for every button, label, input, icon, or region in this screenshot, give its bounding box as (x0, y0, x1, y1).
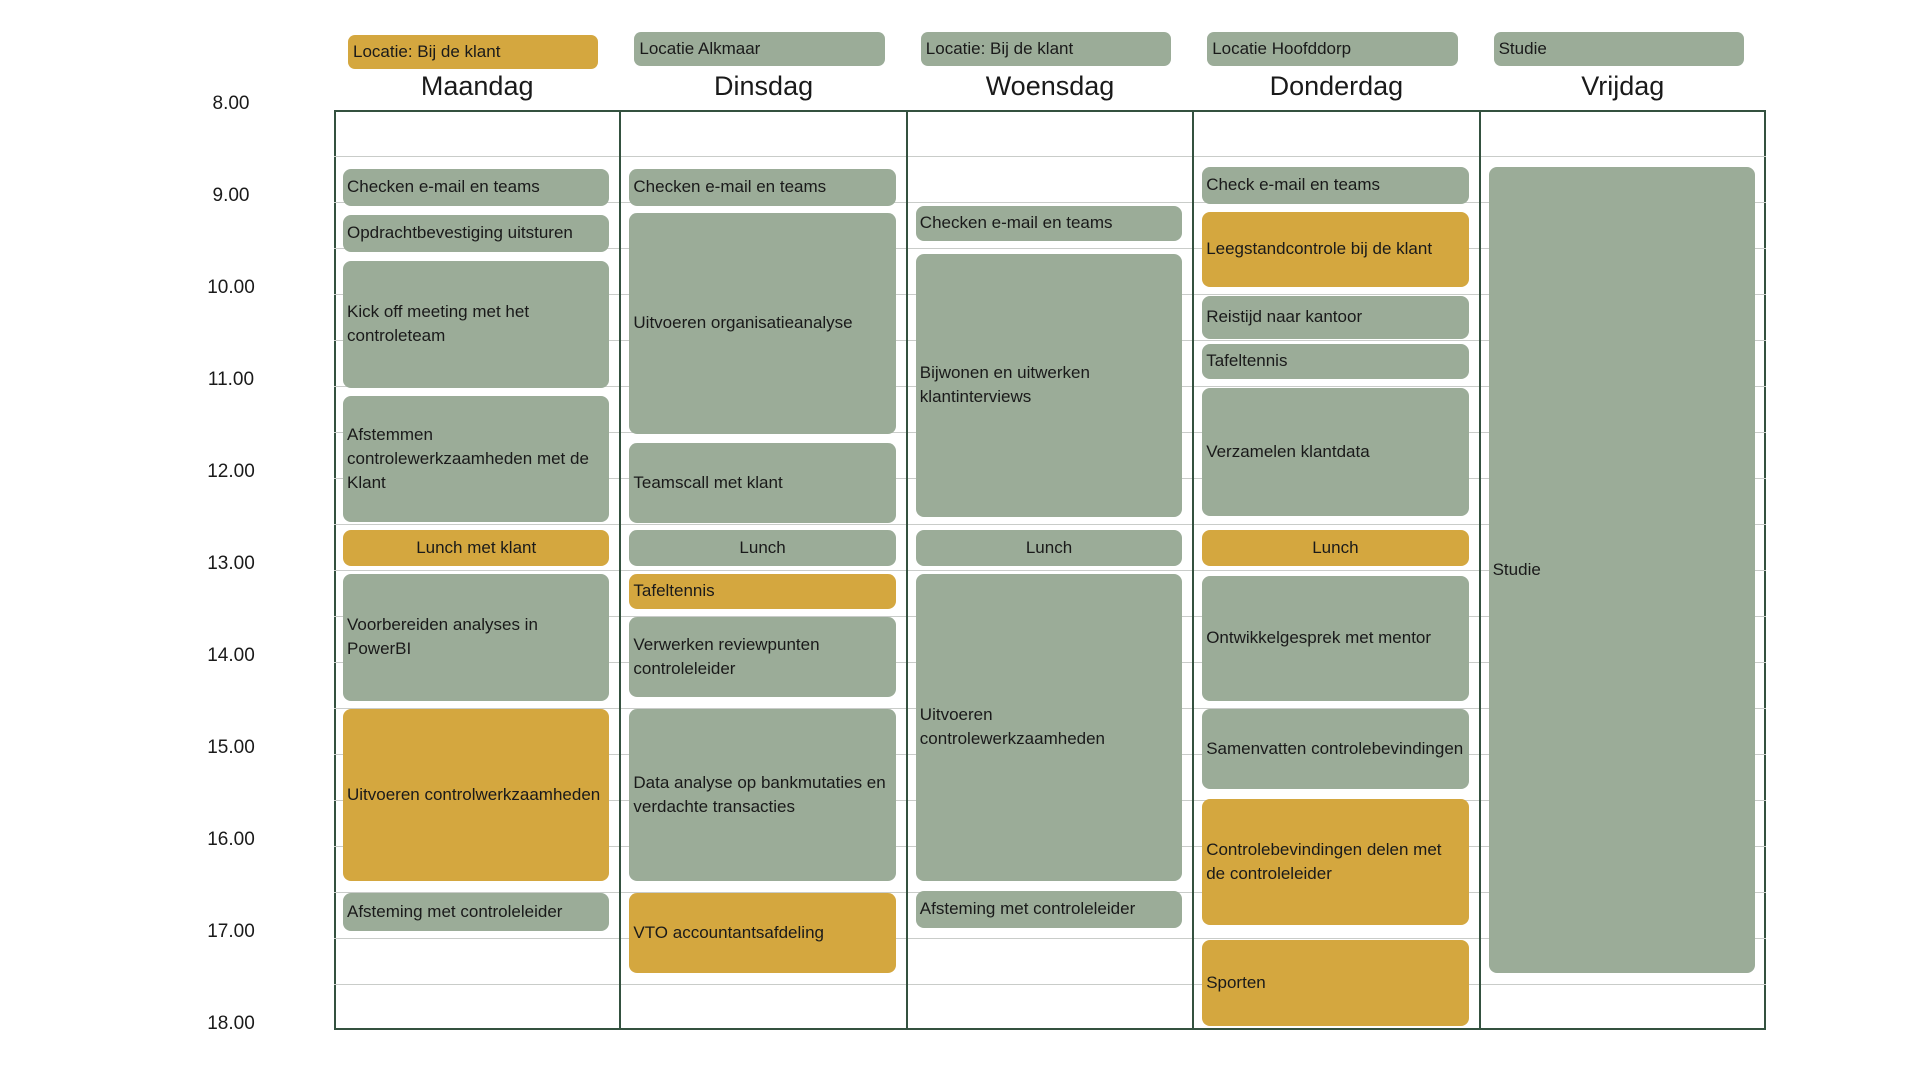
event-block[interactable]: Opdrachtbevestiging uitsturen (343, 214, 610, 252)
time-label: 15.00 (207, 737, 255, 758)
day-header-woensdag: Woensdag (985, 71, 1115, 101)
column-divider (619, 110, 622, 1030)
event-label: Lunch met klant (416, 538, 537, 558)
event-block[interactable]: Data analyse op bankmutaties en verdacht… (629, 708, 896, 881)
event-block[interactable]: Bijwonen en uitwerken klantinterviews (915, 253, 1183, 517)
grid-line (334, 570, 1766, 571)
time-label: 13.00 (207, 553, 255, 574)
event-label: Voorbereiden analyses in PowerBI (347, 615, 538, 659)
location-badge-woensdag: Locatie: Bij de klant (920, 32, 1172, 66)
column-divider (905, 110, 908, 1030)
event-label: Studie (1492, 559, 1541, 579)
event-block[interactable]: Afstemmen controlewerkzaamheden met de K… (343, 396, 610, 523)
day-header-donderdag: Donderdag (1269, 71, 1404, 101)
event-block[interactable]: Verwerken reviewpunten controleleider (629, 616, 896, 697)
location-badge-vrijdag: Studie (1493, 32, 1744, 66)
event-label: Bijwonen en uitwerken klantinterviews (919, 363, 1090, 407)
event-block[interactable]: Reistijd naar kantoor (1202, 295, 1469, 340)
event-block[interactable]: Ontwikkelgesprek met mentor (1202, 575, 1469, 701)
event-block[interactable]: Controlebevindingen delen met de control… (1202, 799, 1469, 926)
grid-line (334, 156, 1766, 157)
event-label: Opdrachtbevestiging uitsturen (347, 223, 573, 243)
event-label: Verwerken reviewpunten controleleider (633, 634, 820, 678)
event-label: Uitvoeren controlewerkzaamheden (919, 705, 1106, 749)
event-block[interactable]: Checken e-mail en teams (915, 205, 1183, 241)
event-label: Lunch (739, 538, 786, 558)
column-divider (1478, 110, 1481, 1030)
event-label: Check e-mail en teams (1206, 175, 1381, 195)
event-label: Checken e-mail en teams (633, 177, 827, 197)
event-block[interactable]: Studie (1488, 167, 1755, 973)
time-label: 9.00 (212, 185, 250, 206)
event-label: Teamscall met klant (633, 473, 783, 493)
event-label: Data analyse op bankmutaties en verdacht… (633, 772, 886, 816)
event-label: Reistijd naar kantoor (1206, 307, 1363, 327)
event-label: Lunch (1312, 538, 1359, 558)
grid-line (334, 202, 1766, 203)
event-label: Afsteming met controleleider (919, 899, 1136, 919)
event-block[interactable]: Lunch (1202, 530, 1469, 567)
event-label: Ontwikkelgesprek met mentor (1206, 628, 1432, 648)
event-block[interactable]: Checken e-mail en teams (629, 168, 896, 206)
time-label: 17.00 (207, 921, 255, 942)
day-header-vrijdag: Vrijdag (1581, 71, 1665, 101)
event-block[interactable]: Uitvoeren controlewerkzaamheden (915, 573, 1183, 881)
event-block[interactable]: Uitvoeren organisatieanalyse (629, 213, 896, 434)
event-block[interactable]: Sporten (1202, 939, 1469, 1027)
grid-line (334, 524, 1766, 525)
event-block[interactable]: Lunch met klant (343, 530, 610, 567)
day-header-dinsdag: Dinsdag (714, 71, 814, 101)
event-block[interactable]: Kick off meeting met het controleteam (343, 260, 610, 388)
event-label: Checken e-mail en teams (347, 177, 540, 197)
time-label: 18.00 (207, 1013, 255, 1034)
event-block[interactable]: Uitvoeren controlwerkzaamheden (343, 708, 610, 881)
time-label: 11.00 (207, 369, 255, 390)
event-block[interactable]: VTO accountantsafdeling (629, 892, 896, 973)
event-block[interactable]: Lunch (629, 530, 896, 567)
grid-line (334, 984, 1766, 985)
event-label: Verzamelen klantdata (1206, 441, 1370, 461)
event-block[interactable]: Voorbereiden analyses in PowerBI (343, 573, 610, 701)
location-badge-maandag: Locatie: Bij de klant (348, 35, 599, 69)
time-label: 10.00 (207, 277, 255, 298)
grid-line (334, 938, 1766, 939)
time-label: 16.00 (207, 829, 255, 850)
time-label: 8.00 (212, 93, 250, 114)
event-block[interactable]: Check e-mail en teams (1202, 167, 1469, 204)
event-label: Leegstandcontrole bij de klant (1206, 239, 1433, 259)
event-block[interactable]: Tafeltennis (629, 573, 896, 609)
event-label: Samenvatten controlebevindingen (1206, 738, 1464, 758)
event-label: Sporten (1206, 973, 1266, 993)
event-label: Controlebevindingen delen met de control… (1206, 840, 1442, 884)
event-label: VTO accountantsafdeling (633, 922, 824, 942)
event-block[interactable]: Afsteming met controleleider (343, 892, 610, 931)
event-block[interactable]: Leegstandcontrole bij de klant (1202, 212, 1469, 287)
event-label: Uitvoeren organisatieanalyse (633, 313, 853, 333)
event-block[interactable]: Tafeltennis (1202, 343, 1469, 379)
event-block[interactable]: Verzamelen klantdata (1202, 387, 1469, 516)
event-label: Checken e-mail en teams (919, 213, 1113, 233)
event-label: Afsteming met controleleider (347, 901, 563, 921)
event-block[interactable]: Afsteming met controleleider (915, 891, 1183, 928)
day-header-maandag: Maandag (420, 71, 534, 101)
time-label: 14.00 (207, 645, 255, 666)
event-block[interactable]: Samenvatten controlebevindingen (1202, 708, 1469, 789)
grid-line (334, 248, 1766, 249)
time-label: 12.00 (207, 461, 255, 482)
event-block[interactable]: Checken e-mail en teams (343, 168, 610, 206)
event-label: Uitvoeren controlwerkzaamheden (347, 784, 601, 804)
event-label: Tafeltennis (633, 581, 715, 601)
location-badge-donderdag: Locatie Hoofddorp (1207, 32, 1458, 66)
event-block[interactable]: Teamscall met klant (629, 443, 896, 524)
event-label: Afstemmen controlewerkzaamheden met de K… (347, 425, 589, 493)
location-badge-dinsdag: Locatie Alkmaar (634, 32, 885, 66)
event-label: Lunch (1025, 538, 1073, 558)
event-block[interactable]: Lunch (915, 530, 1183, 567)
event-label: Tafeltennis (1206, 351, 1288, 371)
event-label: Kick off meeting met het controleteam (347, 302, 530, 346)
column-divider (1192, 110, 1195, 1030)
